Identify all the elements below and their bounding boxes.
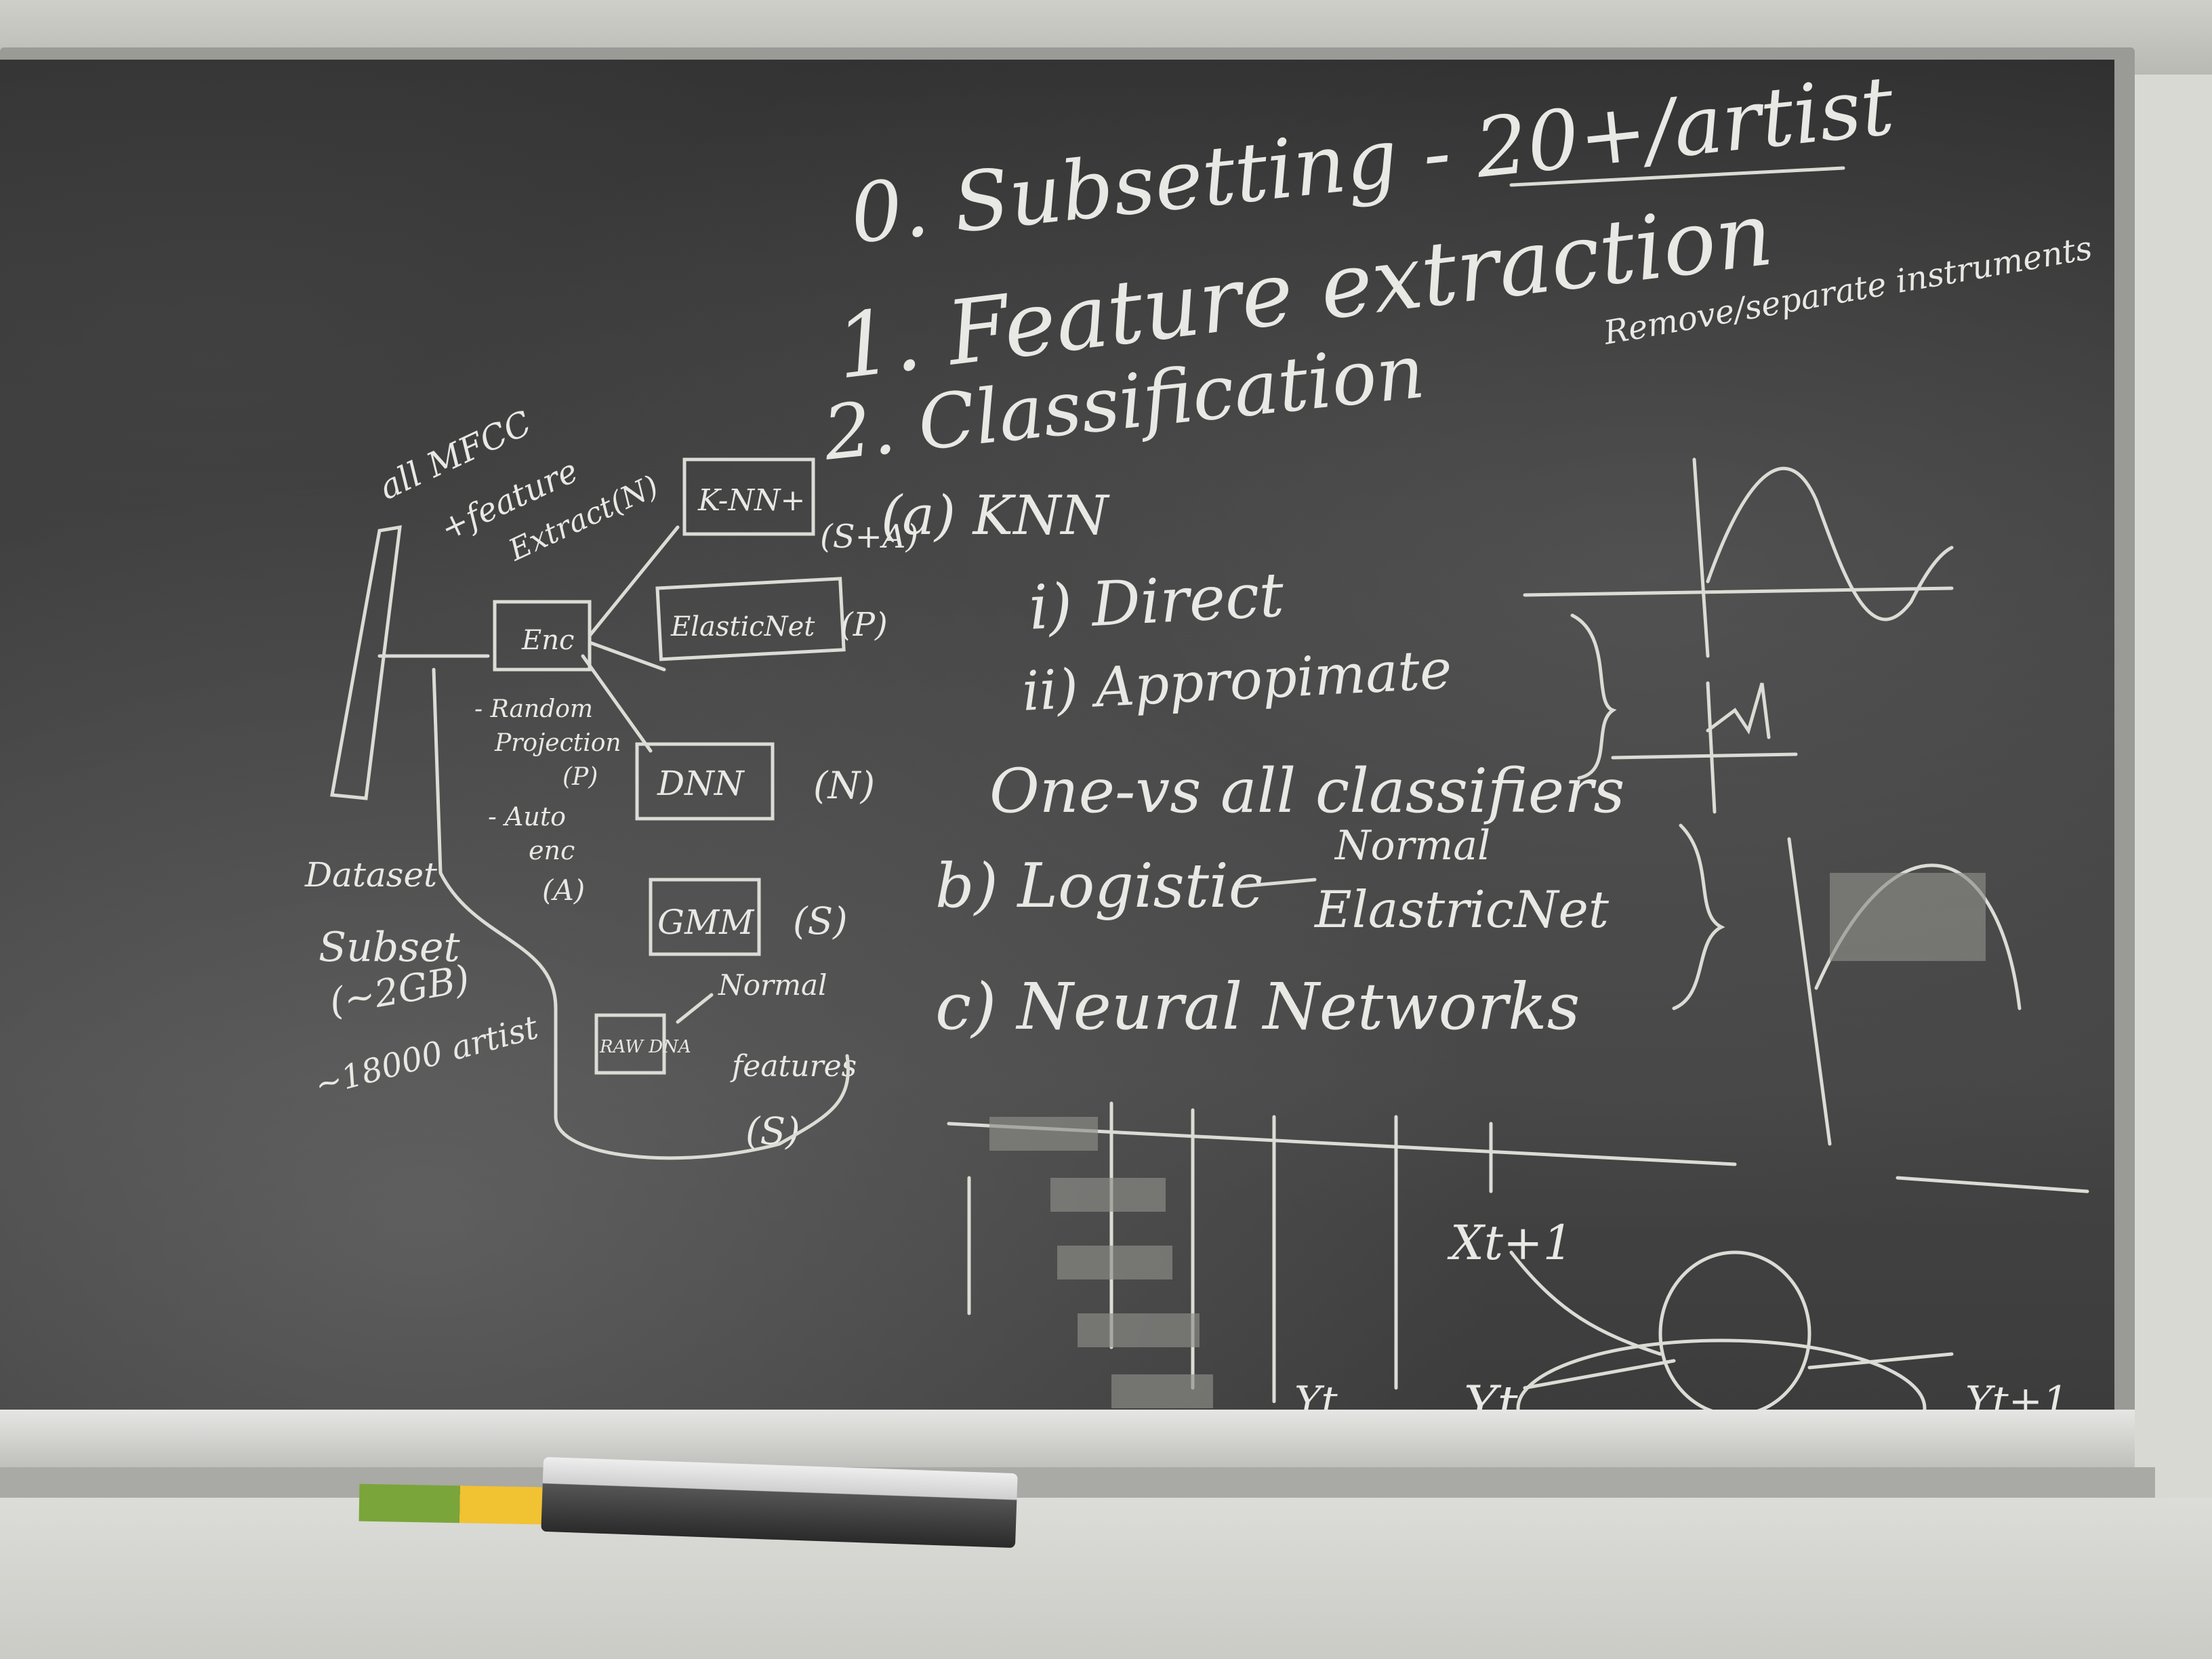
arrow-stroke <box>1509 1250 1954 1390</box>
arrow-stroke <box>581 525 714 1024</box>
underline-stroke <box>1509 166 1845 187</box>
chalkboard: 0. Subsetting - 20+/artist 1. Feature ex… <box>0 60 2114 1418</box>
elasticnet-box <box>655 577 846 661</box>
classifier-b-normal: Normal <box>1334 822 1490 869</box>
label-projection: Projection <box>494 729 621 757</box>
chalk-box <box>359 1483 543 1525</box>
classifier-one-vs-all: One-vs all classifiers <box>989 756 1624 827</box>
label-autoenc: enc <box>529 836 575 865</box>
dataset-bar <box>330 525 402 800</box>
erased-smudge <box>1830 873 1986 961</box>
erased-smudge <box>1050 1178 1166 1212</box>
axis-stroke <box>1523 586 1954 597</box>
wave-stroke <box>1706 466 1954 621</box>
brace-stroke <box>1570 613 1617 780</box>
brace-stroke <box>1672 823 1725 1010</box>
classifier-b-elastic: ElastricNet <box>1313 880 1610 939</box>
gmm-tag: (S) <box>793 899 848 943</box>
label-artists: ~18000 artist <box>311 1008 543 1105</box>
elasticnet-label: ElasticNet <box>670 611 815 642</box>
dnn-tag: (N) <box>813 764 875 807</box>
axis-stroke <box>1692 457 1710 658</box>
classifier-a: (a) KNN <box>881 484 1110 547</box>
label-dataset: Dataset <box>304 855 438 895</box>
erased-smudge <box>1111 1374 1213 1408</box>
label-auto: - Auto <box>488 802 566 832</box>
label-normal-features-1: Normal <box>718 968 827 1002</box>
gmm-box <box>649 878 761 956</box>
rnn-xt1: Xt+1 <box>1447 1215 1573 1271</box>
bracket-stroke <box>432 668 850 1160</box>
knn-label: K-NN+ <box>697 483 805 518</box>
raw-dna-box <box>594 1013 666 1075</box>
elasticnet-tag: (P) <box>840 606 888 644</box>
wave-stroke <box>1611 681 1798 814</box>
gmm-label: GMM <box>657 903 755 942</box>
enc-label: Enc <box>521 625 574 656</box>
knn-tag: (S+A) <box>820 518 918 556</box>
label-p: (P) <box>562 763 598 791</box>
label-subset: Subset <box>319 924 460 971</box>
erased-smudge <box>989 1117 1098 1151</box>
classifier-c: c) Neural Networks <box>935 970 1580 1044</box>
axis-stroke <box>1896 1176 2089 1193</box>
label-random: - Random <box>474 695 593 723</box>
dnn-label: DNN <box>657 764 745 803</box>
knn-box <box>682 457 815 536</box>
chalk-writing: 0. Subsetting - 20+/artist 1. Feature ex… <box>304 60 2095 1418</box>
label-a: (A) <box>542 874 585 907</box>
classifier-b: b) Logistic <box>935 851 1263 922</box>
arrow-stroke <box>1238 878 1317 888</box>
label-normal-features-2: features <box>730 1049 857 1084</box>
rnn-loop-stroke <box>1516 1338 1927 1418</box>
rnn-node-stroke <box>1658 1250 1811 1417</box>
raw-dna-label: RAW DNA <box>599 1037 691 1057</box>
erased-smudge <box>1057 1246 1172 1279</box>
grid-stroke <box>947 1101 1737 1404</box>
chalk-tray <box>0 1410 2135 1471</box>
erased-smudge <box>1078 1313 1200 1347</box>
dnn-box <box>635 742 775 821</box>
tray-lip <box>0 1467 2155 1498</box>
wall-bottom <box>0 1498 2212 1659</box>
classifier-a-approx: ii) Appropimate <box>1021 638 1453 723</box>
classifier-a-direct: i) Direct <box>1027 559 1286 644</box>
